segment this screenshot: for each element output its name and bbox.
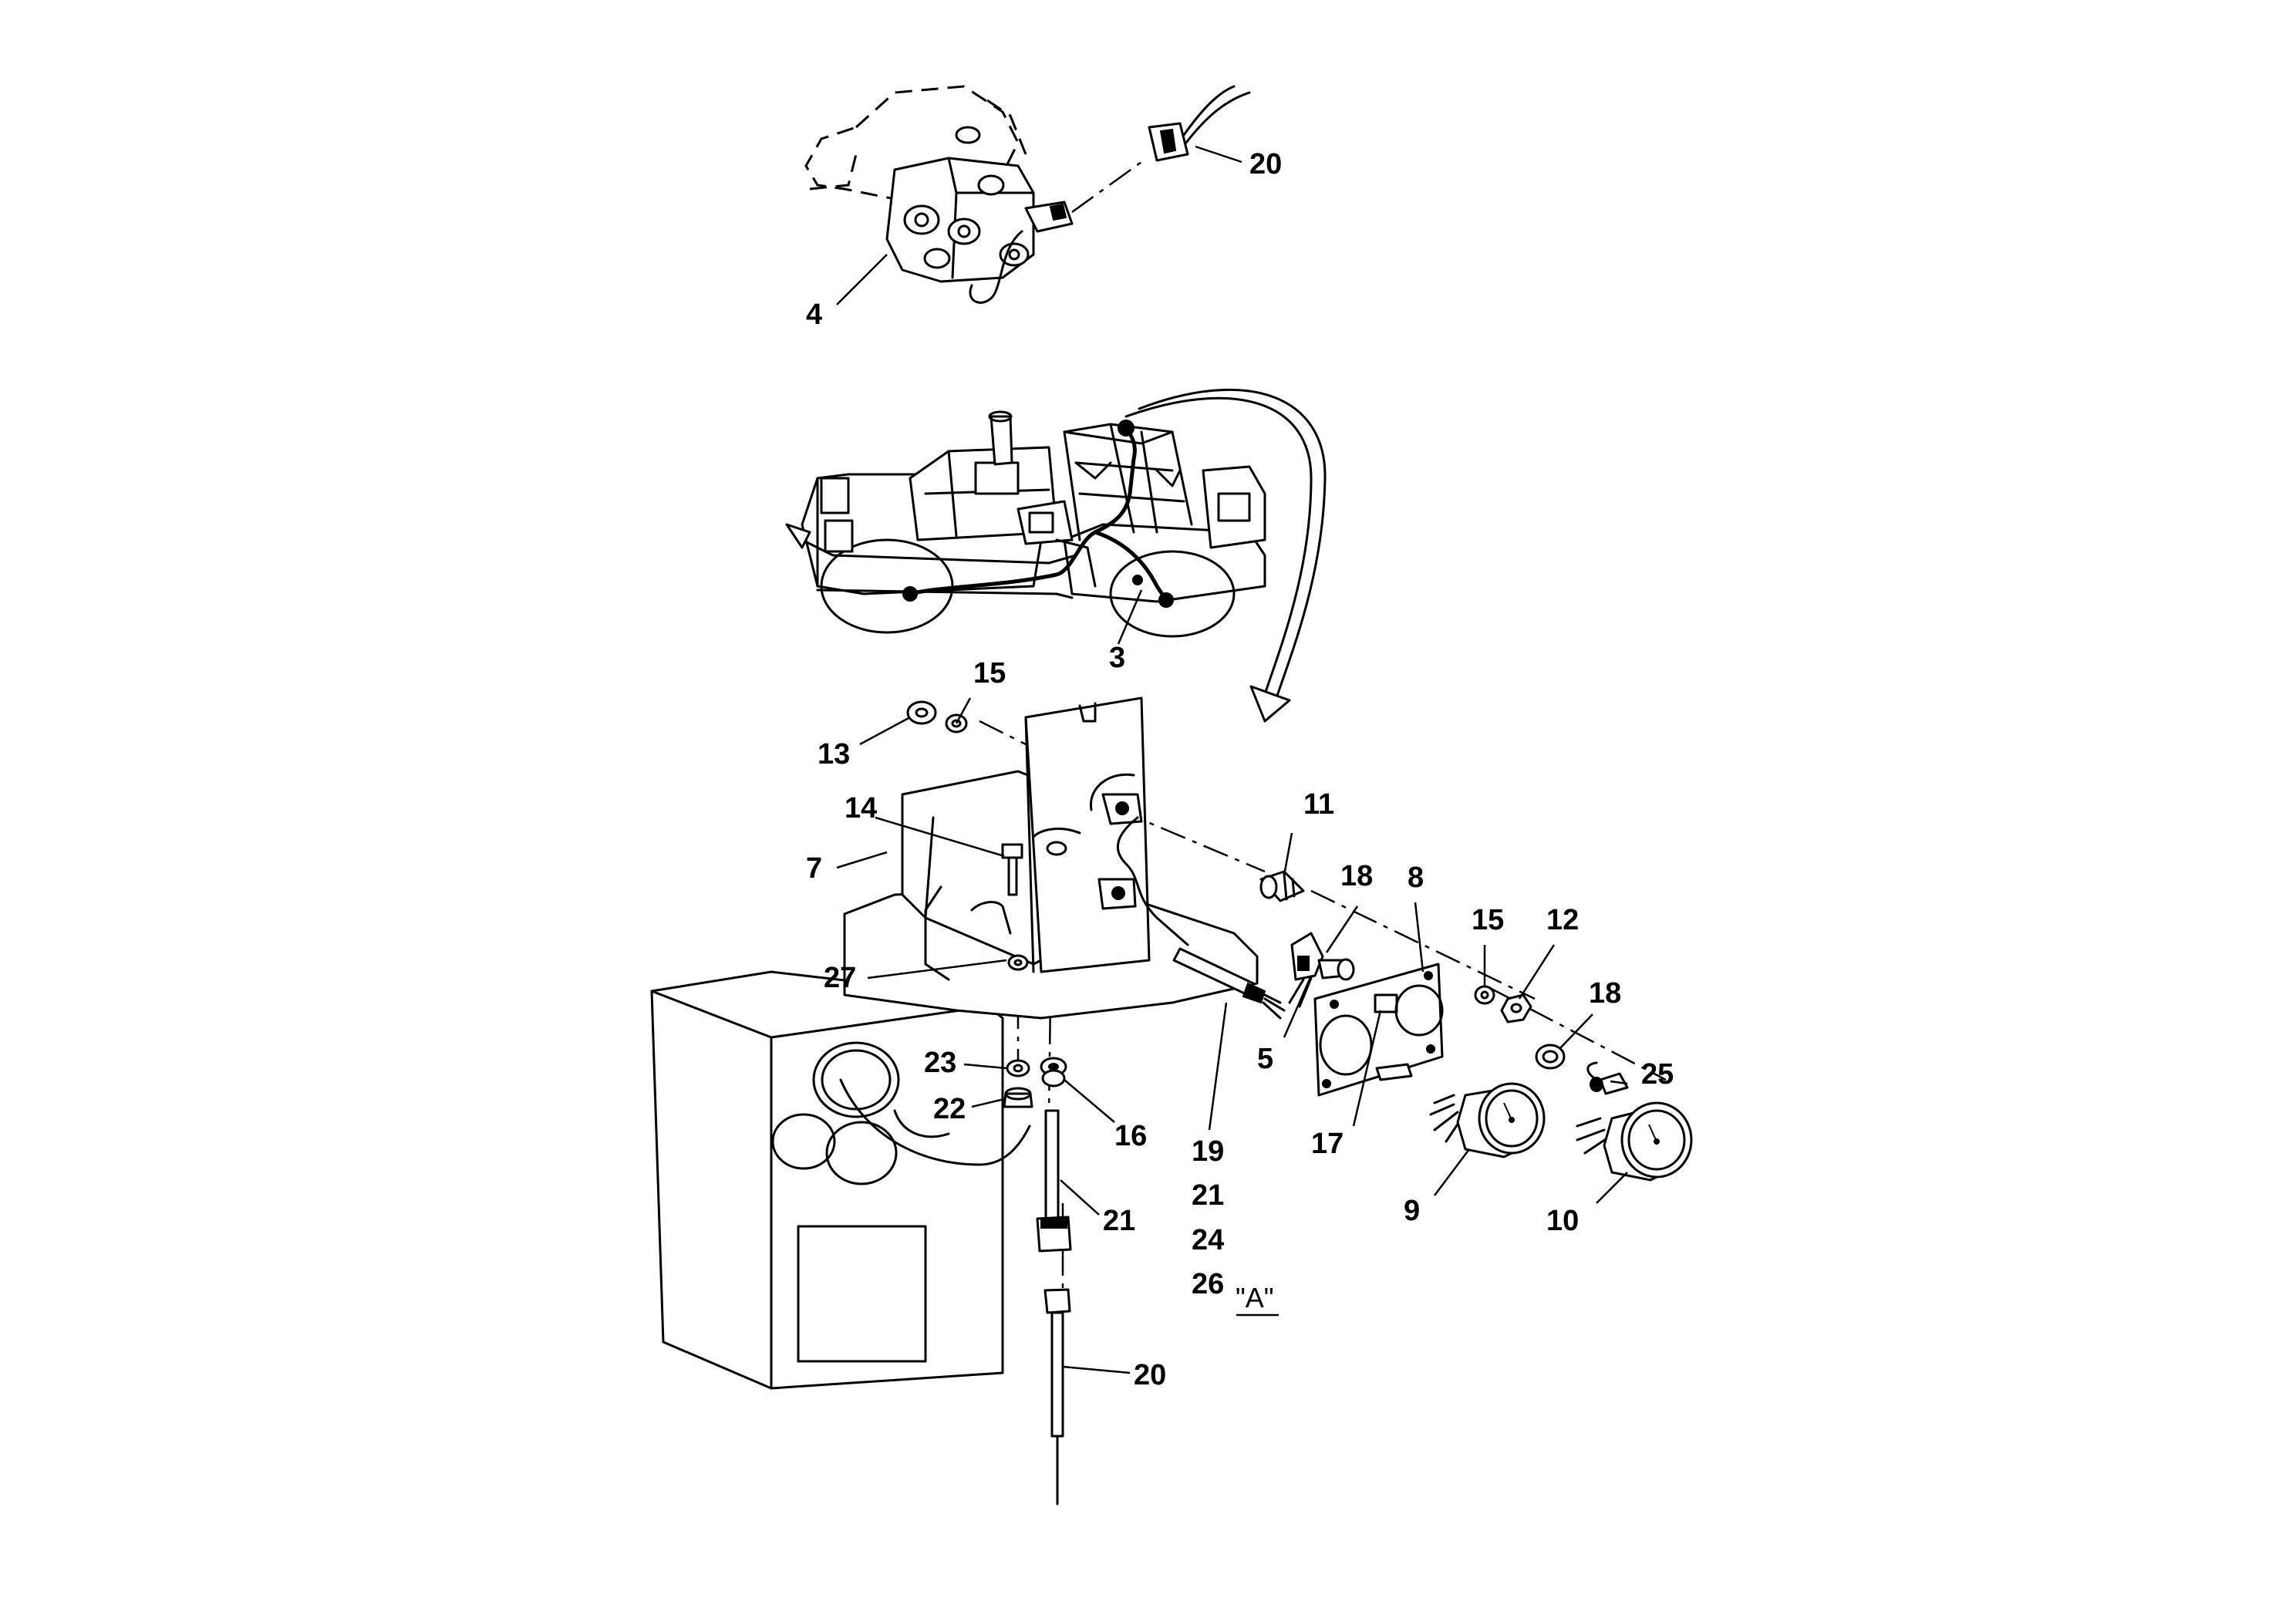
callout-stack-19: 19	[1192, 1135, 1224, 1168]
callout-stack-24: 24	[1192, 1224, 1224, 1256]
callout-11: 11	[1303, 788, 1334, 821]
callout-3: 3	[1109, 642, 1125, 674]
roller-machine-illustration	[785, 410, 1266, 638]
callout-13: 13	[818, 738, 850, 771]
callout-25: 25	[1641, 1058, 1674, 1091]
callout-12: 12	[1546, 904, 1579, 936]
washer-15-right	[1474, 985, 1495, 1005]
console-housing-7	[843, 696, 1259, 1020]
cable-21	[1036, 1109, 1072, 1253]
grommet-16	[1040, 1057, 1067, 1088]
pump-assembly-illustration	[804, 85, 1074, 304]
washer-23	[1006, 1059, 1030, 1077]
callout-20-bottom: 20	[1134, 1359, 1166, 1391]
connector-20-top	[1148, 85, 1251, 162]
switch-5	[1288, 932, 1355, 1008]
callout-stack-21: 21	[1192, 1179, 1224, 1212]
callout-16: 16	[1114, 1120, 1147, 1152]
callout-18-right: 18	[1589, 977, 1621, 1010]
callout-20-top: 20	[1249, 148, 1282, 180]
nut-22	[1003, 1087, 1033, 1108]
gauge-10	[1576, 1101, 1693, 1182]
washer-27	[1007, 954, 1029, 971]
callout-27: 27	[824, 962, 856, 994]
cable-20-bottom	[1043, 1288, 1071, 1506]
callout-7: 7	[806, 852, 822, 885]
callout-17: 17	[1311, 1128, 1344, 1160]
nut-12	[1500, 993, 1532, 1023]
callout-5: 5	[1257, 1043, 1273, 1075]
callout-14: 14	[845, 792, 877, 824]
view-label-a: "A"	[1236, 1282, 1274, 1313]
callout-9: 9	[1404, 1195, 1420, 1227]
callout-4: 4	[806, 298, 822, 331]
mounting-plate-8	[1313, 963, 1444, 1097]
callout-10: 10	[1546, 1205, 1579, 1237]
callout-8: 8	[1408, 862, 1424, 894]
ring-18-right	[1535, 1044, 1566, 1070]
callout-15-left: 15	[973, 657, 1006, 690]
callout-stack-26: 26	[1192, 1268, 1224, 1300]
callout-18-top: 18	[1340, 860, 1373, 892]
sensor-rod	[1172, 947, 1286, 1020]
gauge-9	[1429, 1082, 1546, 1158]
bulb-25	[1586, 1061, 1629, 1095]
connector-11	[1259, 870, 1305, 902]
callout-15-right: 15	[1472, 904, 1504, 936]
dashboard-panel	[650, 970, 1031, 1390]
nut-13	[906, 700, 937, 725]
callout-22: 22	[933, 1093, 966, 1125]
callout-23: 23	[924, 1047, 956, 1079]
callout-21-bottom: 21	[1103, 1205, 1135, 1237]
